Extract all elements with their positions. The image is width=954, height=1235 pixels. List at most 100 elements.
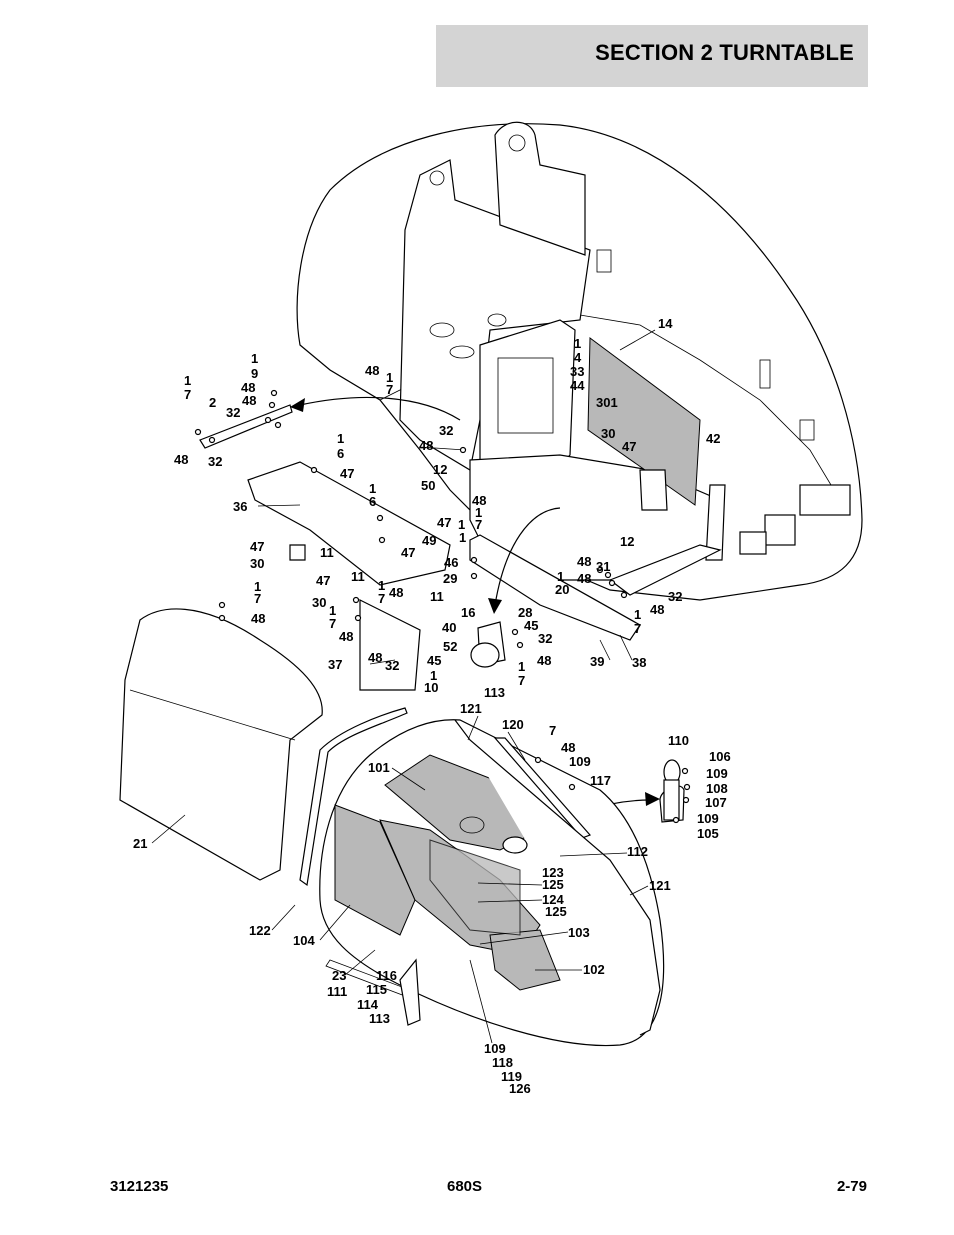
callout: 48 (339, 629, 353, 644)
exhaust-stack (659, 759, 685, 823)
callout: 38 (632, 655, 646, 670)
callout: 12 (433, 462, 447, 477)
callout: 47 (340, 466, 354, 481)
left-brackets (199, 404, 641, 691)
callout: 48 (577, 554, 591, 569)
callout: 1 (475, 505, 482, 520)
callout: 40 (442, 620, 456, 635)
callout: 125 (542, 877, 564, 892)
callout: 108 (706, 781, 728, 796)
callout: 49 (422, 533, 436, 548)
callout: 47 (401, 545, 415, 560)
callout: 7 (475, 517, 482, 532)
callout: 1 (386, 370, 393, 385)
callout: 1 (458, 517, 465, 532)
callout: 1 (254, 579, 261, 594)
callout: 46 (444, 555, 458, 570)
callout: 32 (208, 454, 222, 469)
callout: 12 (620, 534, 634, 549)
fasteners (194, 389, 691, 824)
callout: 103 (568, 925, 590, 940)
callout: 42 (706, 431, 720, 446)
callout: 48 (251, 611, 265, 626)
callout: 119 (501, 1069, 522, 1084)
callout: 120 (502, 717, 524, 732)
document-number: 3121235 (110, 1178, 169, 1195)
callout: 109 (697, 811, 719, 826)
callout: 32 (439, 423, 453, 438)
callout: 1 (184, 373, 191, 388)
model-name: 680S (447, 1178, 483, 1195)
callout: 48 (537, 653, 551, 668)
callout: 115 (366, 982, 387, 997)
callout: 111 (327, 984, 347, 999)
callout: 109 (706, 766, 728, 781)
callout: 30 (312, 595, 326, 610)
callout: 112 (627, 844, 648, 859)
callout: 113 (484, 685, 505, 700)
callout: 7 (386, 382, 393, 397)
callout: 1 (337, 431, 344, 446)
callout: 114 (357, 997, 379, 1012)
callout: 33 (570, 364, 584, 379)
callout: 20 (555, 582, 569, 597)
callout: 50 (421, 478, 435, 493)
turntable-frame (296, 121, 863, 601)
callout: 105 (697, 826, 719, 841)
callout: 48 (389, 585, 403, 600)
callout: 109 (569, 754, 591, 769)
callout: 47 (437, 515, 451, 530)
callout: 29 (443, 571, 457, 586)
callout: 106 (709, 749, 731, 764)
callout: 7 (549, 723, 556, 738)
callout: 122 (249, 923, 271, 938)
callout: 30 (250, 556, 264, 571)
callout: 6 (369, 494, 376, 509)
callout: 1 (378, 578, 385, 593)
callout: 1 (634, 607, 641, 622)
callout: 1 (430, 668, 437, 683)
callout: 48 (368, 650, 382, 665)
callout: 48 (561, 740, 575, 755)
callout: 37 (328, 657, 342, 672)
callout: 1 (574, 336, 581, 351)
callout: 23 (332, 968, 346, 983)
callout: 118 (492, 1055, 513, 1070)
callout: 21 (133, 836, 147, 851)
callout-labels: 14 1 4 33 44 301 30 47 42 1 9 48 48 32 1… (133, 316, 731, 1096)
side-cover (119, 608, 408, 887)
callout: 1 (251, 351, 258, 366)
callout: 301 (596, 395, 618, 410)
callout: 52 (443, 639, 457, 654)
callout: 44 (570, 378, 585, 393)
callout: 11 (430, 589, 444, 604)
callout: 48 (241, 380, 255, 395)
callout: 48 (242, 393, 256, 408)
engine-hood (319, 719, 665, 1047)
callout: 2 (209, 395, 216, 410)
callout: 30 (601, 426, 615, 441)
callout: 102 (583, 962, 605, 977)
callout: 4 (574, 350, 582, 365)
callout: 10 (424, 680, 438, 695)
callout: 48 (419, 438, 433, 453)
callout: 6 (337, 446, 344, 461)
callout: 16 (461, 605, 475, 620)
callout: 32 (385, 658, 399, 673)
callout: 47 (250, 539, 264, 554)
callout: 48 (650, 602, 664, 617)
callout: 7 (378, 591, 385, 606)
callout: 45 (427, 653, 441, 668)
callout: 7 (634, 621, 641, 636)
callout: 7 (184, 387, 191, 402)
callout: 116 (376, 968, 397, 983)
callout: 126 (509, 1081, 531, 1096)
callout: 1 (518, 659, 525, 674)
section-header: SECTION 2 TURNTABLE (436, 25, 868, 87)
callout: 7 (518, 673, 525, 688)
callout: 11 (320, 545, 334, 560)
callout: 48 (472, 493, 486, 508)
callout: 14 (658, 316, 673, 331)
callout: 7 (329, 616, 336, 631)
